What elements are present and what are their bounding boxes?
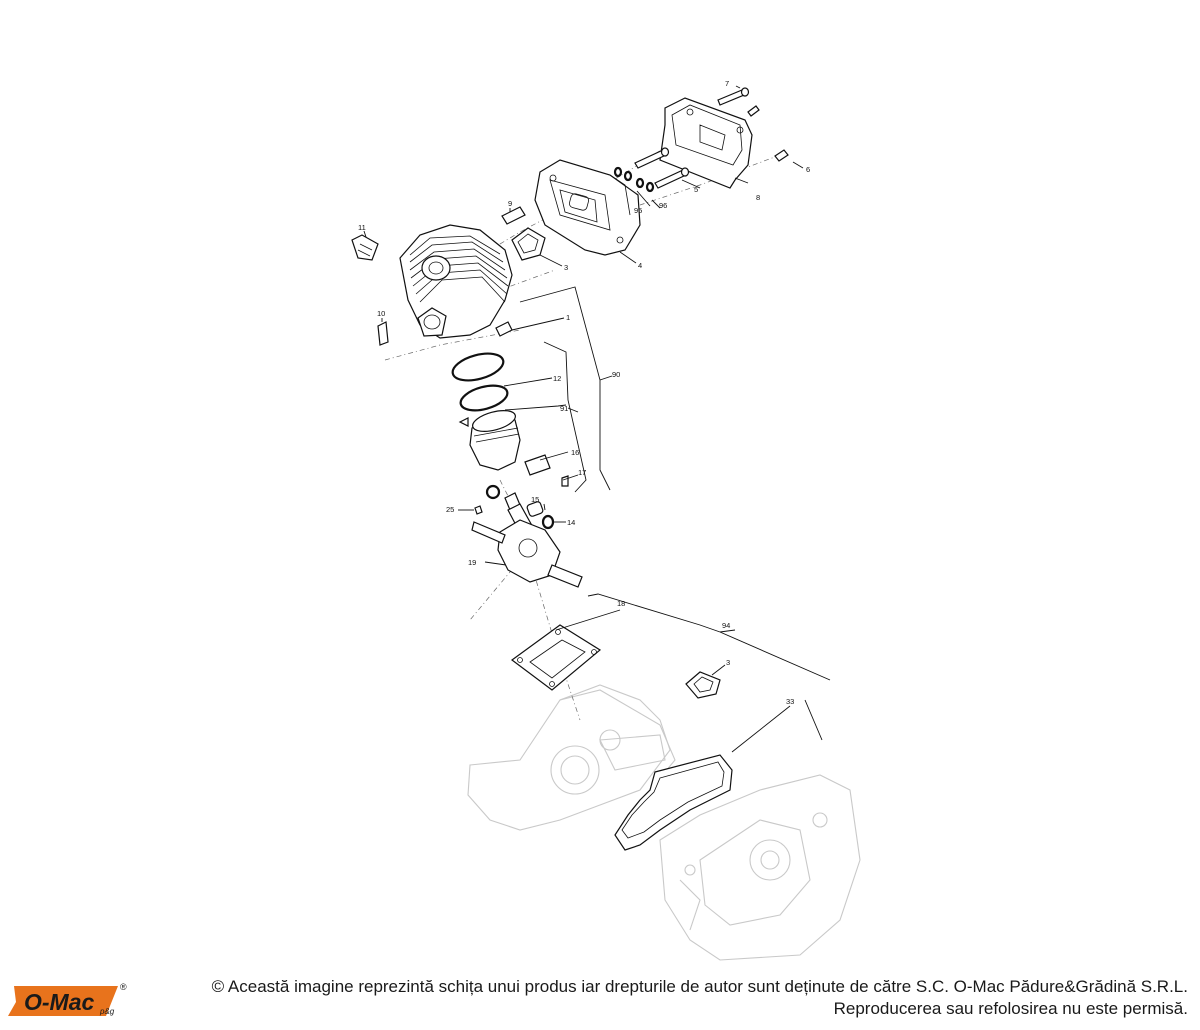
label-15: 15 <box>531 495 539 504</box>
exhaust-gasket <box>685 671 721 699</box>
label-5: 5 <box>694 185 698 194</box>
crankcase-ghost <box>467 684 861 961</box>
label-91: 91 <box>560 404 568 413</box>
label-4: 4 <box>638 261 642 270</box>
label-33: 33 <box>786 697 794 706</box>
leader-lines <box>363 85 831 753</box>
muffler-body <box>534 159 641 256</box>
piston-rings <box>451 352 509 412</box>
crankcase-seal <box>614 754 733 851</box>
muffler-cover <box>659 97 753 189</box>
label-11: 11 <box>358 223 366 232</box>
label-94: 94 <box>722 621 730 630</box>
label-19: 19 <box>468 558 476 567</box>
label-1: 1 <box>566 313 570 322</box>
muffler-gasket-and-sleeve <box>501 206 546 261</box>
copyright-line-1: © Această imagine reprezintă schița unui… <box>211 977 1188 996</box>
copyright-line-2: Reproducerea sau refolosirea nu este per… <box>833 999 1188 1018</box>
label-10: 10 <box>377 309 385 318</box>
label-14: 14 <box>567 518 575 527</box>
label-3-bottom: 3 <box>726 658 730 667</box>
logo-swoosh-shape <box>8 986 118 1016</box>
label-6: 6 <box>806 165 810 174</box>
base-gasket <box>510 624 602 691</box>
copyright-notice: © Această imagine reprezintă schița unui… <box>128 976 1188 1020</box>
label-12: 12 <box>553 374 561 383</box>
part-labels: 7 8 6 5 96 95 4 3 9 11 10 1 90 12 91 16 … <box>358 79 810 706</box>
logo-suffix: p&g <box>99 1007 115 1016</box>
label-25: 25 <box>446 505 454 514</box>
label-3-top: 3 <box>564 263 568 272</box>
exploded-parts-diagram: 7 8 6 5 96 95 4 3 9 11 10 1 90 12 91 16 … <box>351 79 861 961</box>
label-90: 90 <box>612 370 620 379</box>
label-8: 8 <box>756 193 760 202</box>
piston <box>458 410 569 487</box>
muffler-screws <box>613 87 789 193</box>
logo-text: O-Mac <box>24 989 95 1015</box>
cylinder <box>351 224 513 346</box>
label-17: 17 <box>578 468 586 477</box>
label-7: 7 <box>725 79 729 88</box>
o-mac-logo: O-Mac p&g ® <box>8 982 127 1016</box>
label-9: 9 <box>508 199 512 208</box>
label-18: 18 <box>617 599 625 608</box>
label-16: 16 <box>571 448 579 457</box>
label-95: 95 <box>634 206 642 215</box>
label-96: 96 <box>659 201 667 210</box>
crankshaft <box>471 484 583 588</box>
logo-registered-mark: ® <box>120 982 127 992</box>
